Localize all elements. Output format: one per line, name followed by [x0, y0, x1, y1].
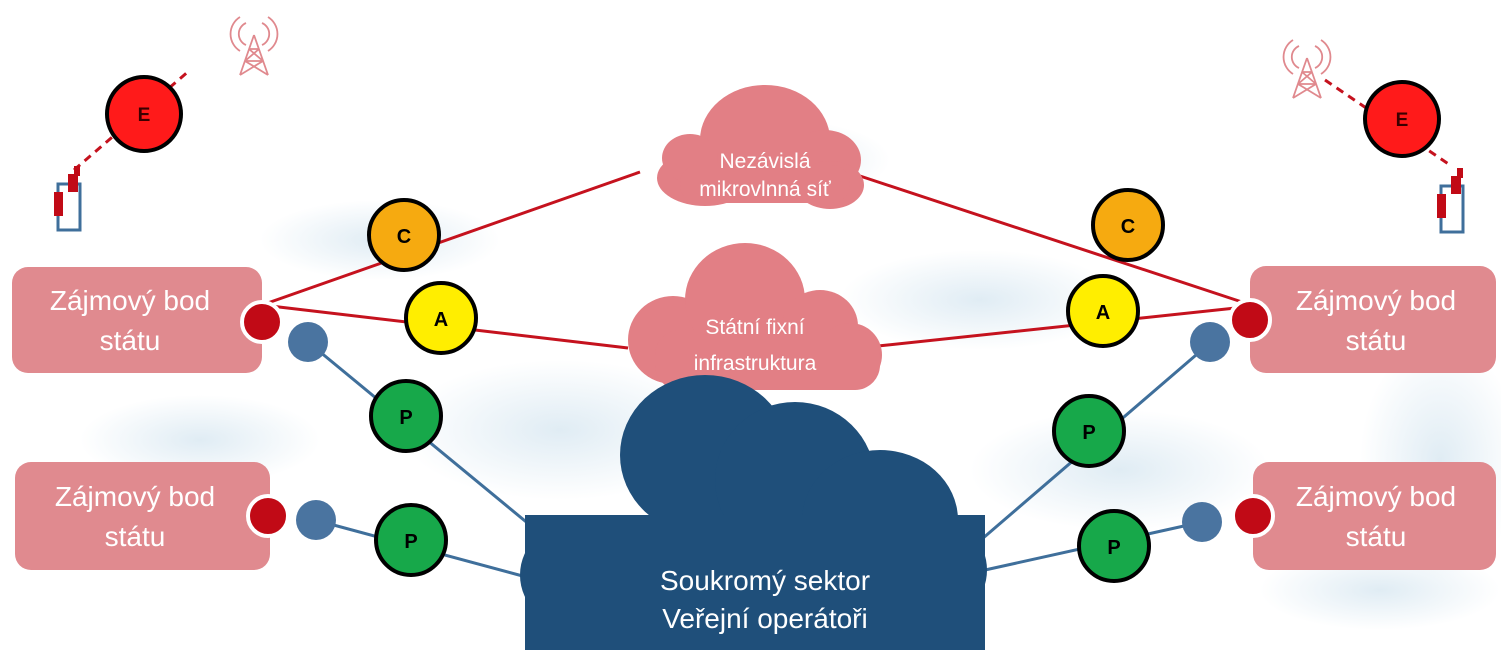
state-point-top-right: Zájmový bod státu [1250, 266, 1496, 373]
blue-dot-top-left [288, 322, 328, 362]
state-point-top-left: Zájmový bod státu [12, 267, 262, 373]
handheld-radio-icon [54, 166, 82, 232]
cloud-fixed [628, 243, 882, 390]
marker-e-left: E [105, 75, 183, 153]
radio-tower-icon [229, 16, 279, 76]
state-point-label: Zájmový bod [1296, 285, 1456, 316]
cloud-microwave [657, 85, 864, 209]
cloud-fixed-line2: infrastruktura [694, 352, 817, 375]
blue-connector-dots [288, 322, 1230, 542]
marker-letter: C [397, 226, 411, 248]
state-point-label: Zájmový bod [50, 285, 210, 316]
state-point-bottom-left: Zájmový bod státu [15, 462, 270, 570]
marker-a-left: A [404, 281, 478, 355]
red-dot-top-right [1228, 298, 1272, 342]
marker-e-right: E [1363, 80, 1441, 158]
radio-tower-icon [1282, 39, 1332, 99]
marker-p-right-bottom: P [1077, 509, 1151, 583]
marker-a-right: A [1066, 274, 1140, 348]
marker-letter: P [399, 407, 412, 429]
cloud-microwave-line2: mikrovlnná síť [699, 178, 832, 201]
state-point-label: Zájmový bod [1296, 481, 1456, 512]
state-point-bottom-right: Zájmový bod státu [1253, 462, 1496, 570]
line-left-to-microwave [261, 170, 641, 307]
marker-letter: A [1096, 302, 1110, 324]
marker-p-left-top: P [369, 379, 443, 453]
cloud-private-line1: Soukromý sektor [660, 565, 870, 596]
cloud-microwave-line1: Nezávislá [719, 150, 810, 173]
line-fixed-to-right [877, 305, 1246, 348]
state-point-label: Zájmový bod [55, 481, 215, 512]
red-dot-bottom-right [1231, 494, 1275, 538]
cloud-private [520, 375, 987, 650]
cloud-private-line2: Veřejní operátoři [662, 603, 867, 634]
state-point-label: státu [105, 521, 166, 552]
marker-letter: A [434, 309, 448, 331]
marker-letter: E [1396, 110, 1409, 131]
state-point-label: státu [1346, 521, 1407, 552]
line-microwave-to-right [859, 174, 1246, 305]
blue-dot-bottom-right [1182, 502, 1222, 542]
blue-dot-bottom-left [296, 500, 336, 540]
red-connector-dots [240, 298, 1275, 538]
handheld-radio-icon [1437, 168, 1465, 234]
marker-p-right-top: P [1052, 394, 1126, 468]
cloud-fixed-line1: Státní fixní [705, 316, 804, 339]
marker-letter: C [1121, 216, 1135, 238]
marker-c-left: C [367, 198, 441, 272]
red-dot-top-left [240, 300, 284, 344]
blue-dot-top-right [1190, 322, 1230, 362]
marker-c-right: C [1091, 188, 1165, 262]
marker-letter: P [1082, 422, 1095, 444]
marker-letter: E [138, 105, 151, 126]
state-point-label: státu [1346, 325, 1407, 356]
state-point-label: státu [100, 325, 161, 356]
red-dot-bottom-left [246, 494, 290, 538]
marker-letter: P [404, 531, 417, 553]
marker-p-left-bottom: P [374, 503, 448, 577]
marker-letter: P [1107, 537, 1120, 559]
